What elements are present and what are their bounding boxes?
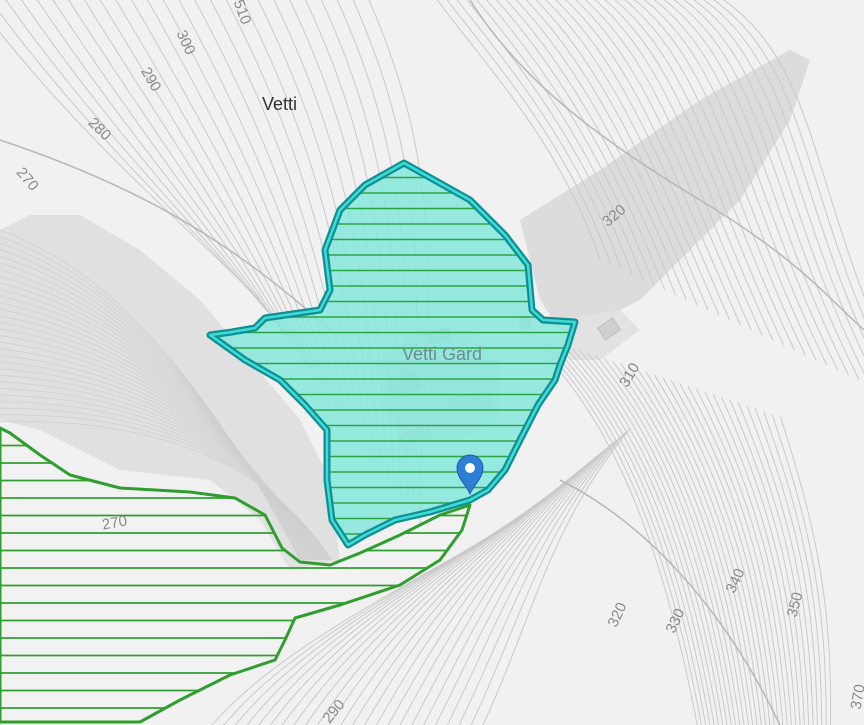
contour-line (535, 0, 709, 311)
contour-line (586, 352, 732, 725)
contour-line (612, 360, 745, 725)
contour-line (446, 0, 612, 266)
contour-line (536, 335, 707, 725)
contour-line (544, 338, 711, 725)
contour-line (293, 491, 554, 725)
contour-line (5, 0, 274, 319)
contour-line (476, 0, 644, 281)
contour-line (746, 405, 814, 725)
contour-line (305, 487, 559, 725)
contour-line (515, 0, 687, 301)
contour-line (0, 139, 331, 331)
place-label-vetti: Vetti (262, 94, 297, 114)
contour-line (469, 0, 864, 331)
contour-line (505, 0, 677, 296)
contour-line (565, 0, 741, 326)
contour-line (446, 439, 617, 725)
contour-line (595, 354, 737, 725)
contour-line (52, 0, 293, 346)
contour-line (662, 377, 771, 725)
contour-line (0, 12, 267, 310)
contour-line (21, 0, 280, 328)
contour-line (578, 349, 728, 725)
contour-line (763, 411, 823, 725)
contour-line (340, 475, 574, 725)
contour-line (723, 0, 864, 298)
contour-line (663, 0, 849, 376)
contour-label-350: 350 (784, 590, 807, 619)
contour-line (584, 0, 763, 336)
contour-line (375, 463, 588, 725)
contour-line (713, 0, 864, 320)
contour-line (670, 380, 775, 725)
contour-line (436, 0, 601, 261)
contour-line (570, 346, 724, 725)
contour-line (703, 0, 864, 339)
contour-line (561, 343, 719, 725)
contour-line (604, 0, 785, 346)
contour-line (545, 0, 720, 316)
contour-line (456, 0, 623, 271)
contour-line (486, 0, 655, 286)
contour-line (779, 416, 832, 725)
contour-line (316, 483, 564, 725)
map-pin-icon[interactable] (456, 454, 484, 496)
place-label-vetti-gard: Vetti Gard (402, 344, 482, 364)
contour-line (614, 0, 795, 351)
contour-line (328, 479, 569, 725)
contour-line (555, 0, 731, 321)
contour-line (364, 467, 583, 725)
contour-label-270-mid: 270 (101, 513, 129, 534)
contour-line (352, 471, 578, 725)
contour-line (68, 0, 299, 355)
teal-hatched-zone[interactable] (206, 159, 579, 549)
contour-line (620, 363, 749, 725)
contour-line (574, 0, 752, 331)
contour-line (712, 394, 797, 725)
contour-line (411, 451, 602, 725)
contour-line (495, 0, 666, 291)
contour-line (387, 459, 593, 725)
contour-line (36, 0, 287, 337)
contour-line (624, 0, 806, 356)
contour-line (721, 396, 801, 725)
contour-line (553, 340, 715, 725)
contour-line (754, 408, 818, 725)
contour-line (559, 479, 781, 725)
contour-line (771, 413, 827, 725)
contour-line (470, 431, 626, 725)
contour-line (679, 382, 779, 725)
contour-line (695, 388, 788, 725)
contour-line (645, 371, 762, 725)
contour-line (0, 420, 333, 561)
contour-line (683, 0, 864, 375)
contour-line (653, 0, 839, 371)
contour-line (458, 435, 622, 725)
green-hatched-zone[interactable] (0, 426, 472, 724)
contour-line (673, 0, 860, 381)
contour-line (525, 0, 698, 306)
contour-line (704, 391, 792, 725)
contour-line (482, 427, 631, 725)
contour-line (653, 374, 767, 725)
contour-line (281, 495, 550, 725)
contour-line (687, 385, 784, 725)
contour-line (729, 399, 805, 725)
contour-line (399, 455, 598, 725)
contour-line (634, 0, 817, 361)
contour-line (0, 31, 261, 301)
contour-line (434, 443, 612, 725)
contour-line (644, 0, 828, 366)
contour-line (603, 357, 741, 725)
contour-line (737, 402, 810, 725)
contour-label-370: 370 (848, 683, 864, 711)
contour-line (594, 0, 774, 341)
contour-line (628, 366, 754, 725)
contour-line (637, 368, 758, 725)
